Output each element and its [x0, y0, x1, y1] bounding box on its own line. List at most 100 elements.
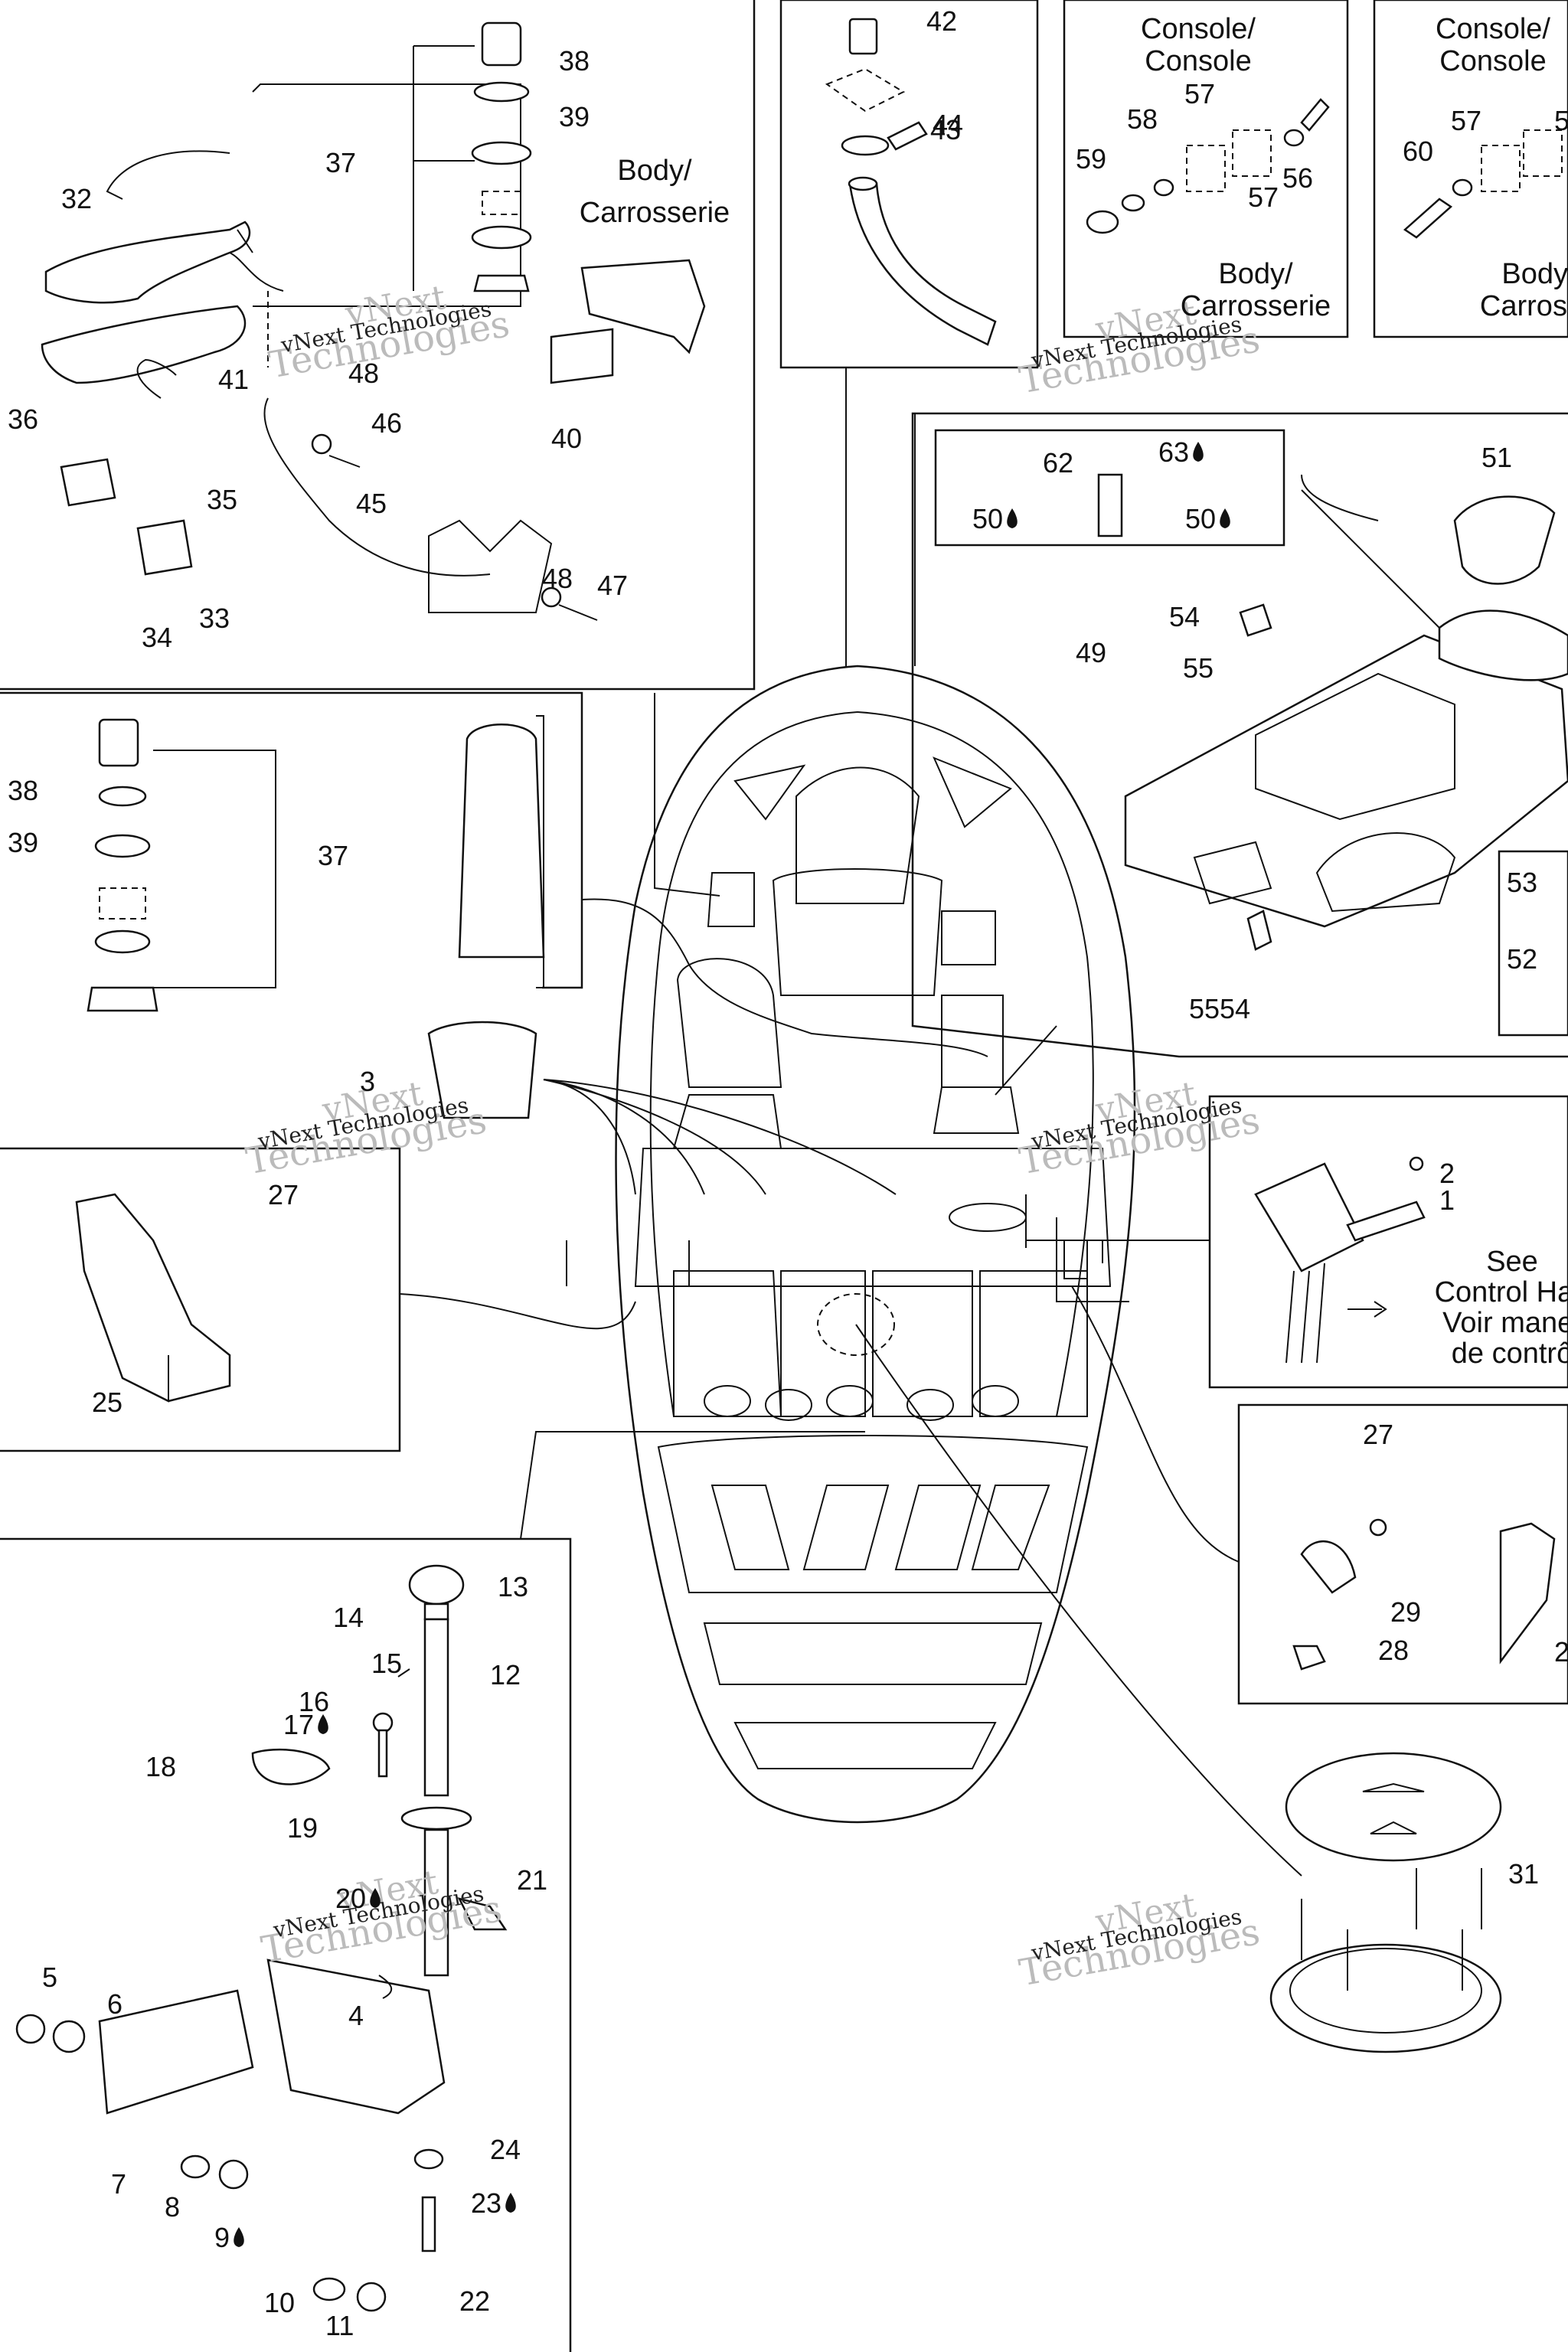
callout-55: 55: [1183, 652, 1214, 684]
callout-31: 31: [1508, 1858, 1539, 1890]
callout-62: 62: [1043, 447, 1073, 479]
post-assembly: [15, 1564, 508, 2312]
callout-53: 53: [1507, 867, 1537, 898]
drop-icon: [505, 2193, 516, 2213]
seat-assembly: [41, 21, 706, 621]
callout-51: 51: [1481, 442, 1512, 473]
callout-40: 40: [551, 423, 582, 454]
body-a-label: Carrosserie: [580, 197, 730, 229]
callout-50: 50: [1185, 503, 1216, 534]
callout-7: 7: [111, 2168, 126, 2200]
console-a-label: Console: [1145, 45, 1251, 77]
callout-10: 10: [264, 2287, 295, 2318]
callout-19: 19: [287, 1812, 318, 1844]
callout-16: 16: [299, 1686, 329, 1717]
callout-35: 35: [207, 484, 237, 515]
callout-2: 2: [1554, 1636, 1568, 1668]
body-b-label: Carrosserie: [1181, 290, 1331, 322]
callout-29: 29: [1390, 1596, 1421, 1628]
control-handle: [1254, 1156, 1426, 1364]
see-note-label: de contrô: [1452, 1338, 1568, 1370]
callout-11: 11: [325, 2310, 354, 2341]
callout-49: 49: [1076, 637, 1106, 668]
callout-8: 8: [165, 2191, 180, 2223]
callout-44: 44: [933, 109, 963, 140]
callout-46: 46: [371, 407, 402, 439]
jet-ski-body: [615, 665, 1136, 1824]
callout-38: 38: [559, 45, 590, 77]
callout-5: 5: [42, 1962, 57, 1993]
cup-holder-stack: [75, 715, 545, 1403]
callout-60: 60: [1403, 136, 1433, 167]
leader-lines: [399, 368, 1379, 1877]
callout-5: 5: [1554, 105, 1568, 136]
callout-56: 56: [1282, 162, 1313, 194]
callout-6: 6: [107, 1988, 122, 2020]
callout-41: 41: [218, 364, 249, 395]
callout-47: 47: [597, 570, 628, 601]
text-labels: Body/CarrosserieBody/CarrosserieBody/Car…: [580, 13, 1568, 1370]
callout-21: 21: [517, 1864, 547, 1896]
callout-13: 13: [498, 1571, 528, 1602]
callout-14: 14: [333, 1602, 364, 1633]
callout-39: 39: [8, 827, 38, 858]
body-c-label: Carrosse: [1480, 290, 1568, 322]
callout-54: 54: [1220, 993, 1250, 1024]
callout-37: 37: [318, 840, 348, 871]
see-note-label: See: [1486, 1246, 1538, 1278]
callout-57: 57: [1451, 105, 1481, 136]
drop-icon: [370, 1888, 381, 1908]
callout-43: 43: [930, 114, 961, 145]
callout-34: 34: [142, 622, 172, 653]
console-fasteners: [1086, 98, 1563, 239]
callout-33: 33: [199, 603, 230, 634]
callout-27: 27: [268, 1179, 299, 1210]
drop-icon: [1007, 508, 1018, 528]
callout-15: 15: [371, 1648, 402, 1679]
callout-63: 63: [1158, 436, 1189, 468]
callout-37: 37: [325, 147, 356, 178]
see-note-label: Control Han: [1435, 1276, 1568, 1308]
callout-50: 50: [972, 503, 1003, 534]
callout-22: 22: [459, 2285, 490, 2317]
callout-27: 27: [1363, 1419, 1393, 1450]
callout-57: 57: [1184, 78, 1215, 109]
callout-2: 2: [1439, 1158, 1455, 1189]
callout-numbers: 1234567891011121314151617181920212223242…: [8, 5, 1568, 2341]
callout-28: 28: [1378, 1635, 1409, 1666]
callout-52: 52: [1507, 943, 1537, 975]
callout-25: 25: [92, 1387, 122, 1418]
drop-icon: [1220, 508, 1230, 528]
body-a-label: Body/: [617, 155, 692, 187]
drop-icon: [234, 2227, 244, 2247]
callout-54: 54: [1169, 601, 1200, 632]
callout-4: 4: [348, 2000, 364, 2031]
callout-20: 20: [335, 1883, 366, 1914]
callout-18: 18: [145, 1751, 176, 1782]
drop-icon: [318, 1714, 328, 1734]
callout-1: 1: [1439, 1184, 1455, 1216]
callout-3: 3: [360, 1066, 375, 1097]
console-b-label: Console/: [1436, 13, 1550, 45]
callout-24: 24: [490, 2134, 521, 2165]
see-note-label: Voir manet: [1442, 1307, 1568, 1339]
console-a-label: Console/: [1141, 13, 1256, 45]
callout-38: 38: [8, 775, 38, 806]
callout-48: 48: [348, 358, 379, 389]
body-c-label: Body/: [1501, 258, 1568, 290]
callout-55: 55: [1189, 993, 1220, 1024]
callout-32: 32: [61, 183, 92, 214]
hatch-cover: [1269, 1752, 1502, 2053]
callout-42: 42: [926, 5, 957, 37]
callout-17: 17: [283, 1709, 314, 1740]
console-box: [1097, 473, 1568, 951]
callout-58: 58: [1127, 103, 1158, 135]
side-bracket: [1292, 1518, 1556, 1671]
drop-icon: [1193, 442, 1204, 462]
body-b-label: Body/: [1218, 258, 1293, 290]
